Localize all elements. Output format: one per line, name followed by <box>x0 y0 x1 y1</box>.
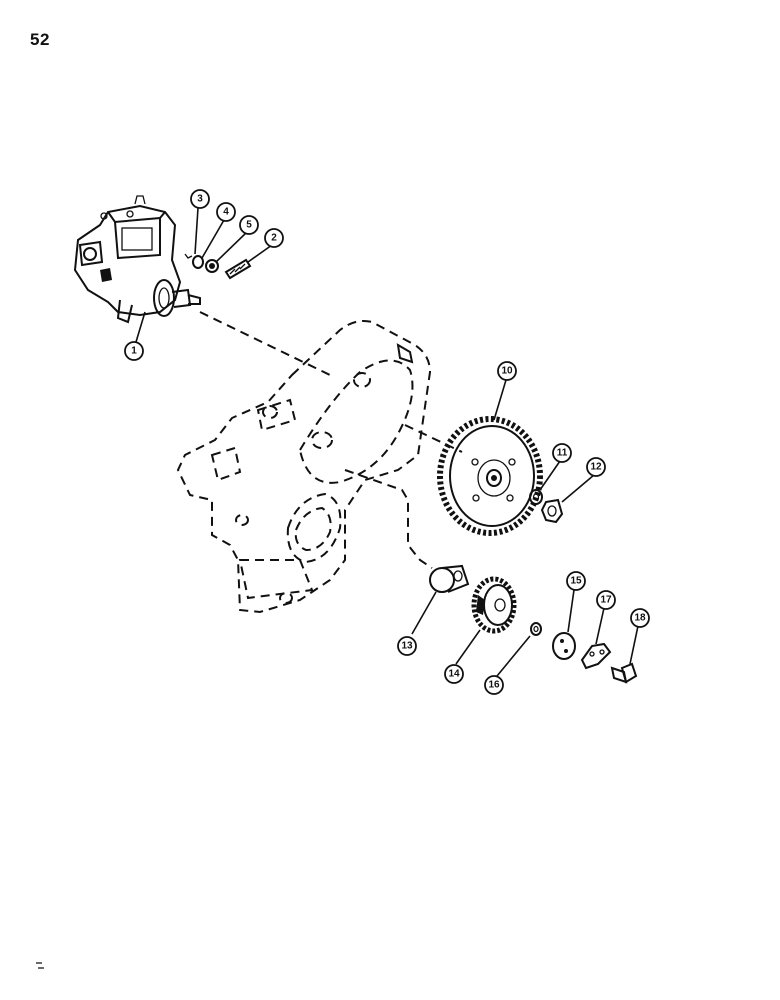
idler-gear <box>471 576 517 634</box>
callout-14-label: 14 <box>448 669 460 680</box>
injection-pump <box>73 195 201 324</box>
page-number: 52 <box>30 30 50 49</box>
scan-mark <box>36 962 44 969</box>
callout-16: 16 <box>484 675 504 695</box>
callout-11: 11 <box>552 443 572 463</box>
idler-fasteners <box>530 622 638 684</box>
callout-17-label: 17 <box>600 595 612 606</box>
large-timing-gear <box>437 416 543 536</box>
callout-11-label: 11 <box>557 448 568 459</box>
callout-5: 5 <box>239 215 259 235</box>
callout-1: 1 <box>124 341 144 361</box>
pump-small-parts <box>184 253 252 280</box>
callout-17: 17 <box>596 590 616 610</box>
callout-10-label: 10 <box>501 366 513 377</box>
callout-14: 14 <box>444 664 464 684</box>
callout-4: 4 <box>216 202 236 222</box>
callout-18-label: 18 <box>634 613 646 624</box>
leader-lines <box>135 207 639 677</box>
callout-16-label: 16 <box>488 680 500 691</box>
callout-12-label: 12 <box>590 462 602 473</box>
callout-13-label: 13 <box>401 641 413 652</box>
timing-gear-housing <box>176 320 432 614</box>
callout-12: 12 <box>586 457 606 477</box>
callout-5-label: 5 <box>246 220 252 231</box>
callout-18: 18 <box>630 608 650 628</box>
idler-gear-hub <box>429 564 470 593</box>
callout-15: 15 <box>566 571 586 591</box>
callout-4-label: 4 <box>223 207 229 218</box>
callout-15-label: 15 <box>570 576 582 587</box>
callout-2: 2 <box>264 228 284 248</box>
callout-3: 3 <box>190 189 210 209</box>
gear-washer-nut <box>529 489 564 524</box>
callout-3-label: 3 <box>197 194 203 205</box>
callout-2-label: 2 <box>271 233 277 244</box>
callout-10: 10 <box>497 361 517 381</box>
callout-13: 13 <box>397 636 417 656</box>
callout-1-label: 1 <box>131 346 137 357</box>
